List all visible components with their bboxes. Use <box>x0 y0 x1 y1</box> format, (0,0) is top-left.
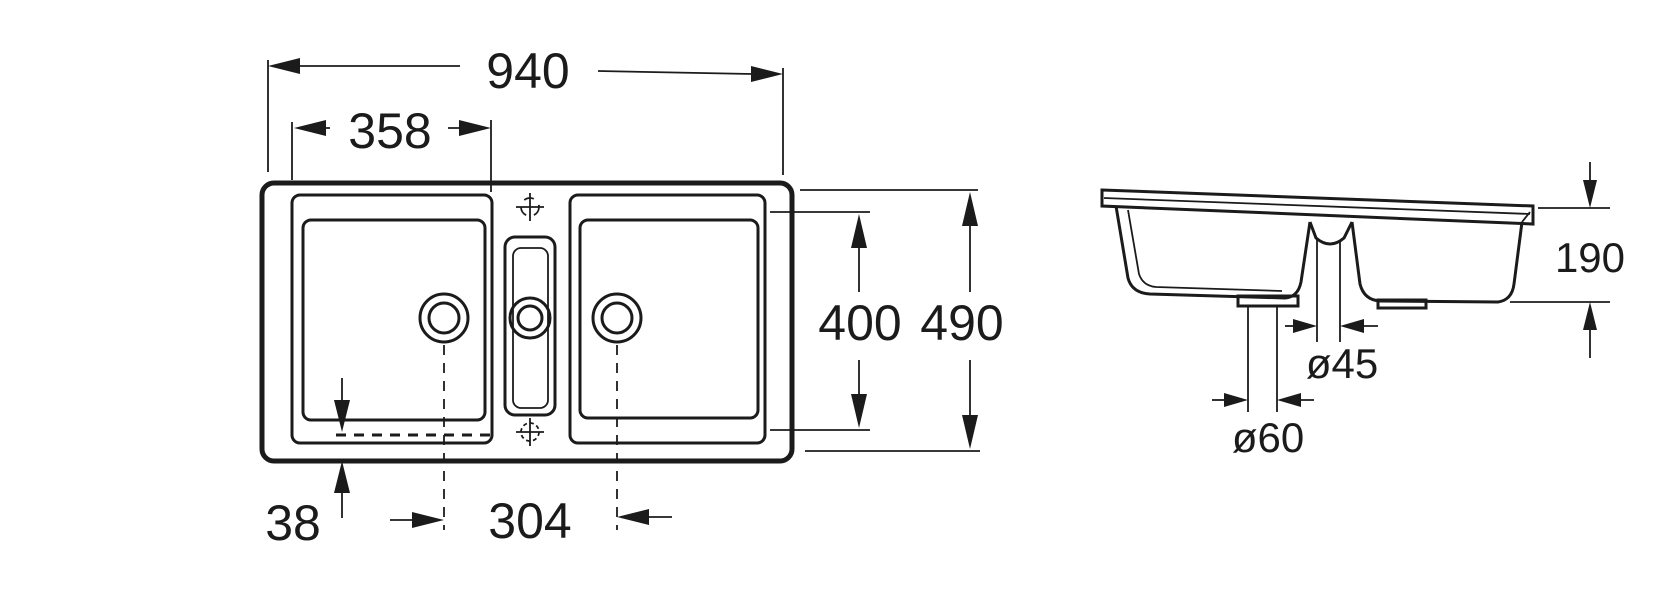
center-drain <box>508 296 552 340</box>
side-left-drain <box>1236 294 1300 308</box>
dim-dia60: ø60 <box>1212 306 1314 461</box>
dim-190: 190 <box>1555 162 1625 358</box>
dim-38: 38 <box>265 378 350 551</box>
dim-label-940: 940 <box>486 43 569 99</box>
right-bowl <box>578 218 760 420</box>
left-bowl-outer <box>290 193 494 445</box>
dim-358: 358 <box>294 103 491 159</box>
tap-hole-marker-top <box>516 193 544 221</box>
dim-dia45: ø45 <box>1285 240 1378 387</box>
right-bowl-outer <box>568 193 767 445</box>
sink-side-view: 190 ø45 ø60 <box>1100 162 1625 461</box>
sink-top-view: 940 358 400 490 <box>259 43 1004 551</box>
dim-304: 304 <box>390 493 672 549</box>
sink-outer-rim <box>259 180 795 464</box>
side-rim <box>1100 188 1535 226</box>
side-right-bowl <box>1350 221 1524 304</box>
center-bowl <box>512 247 549 409</box>
dim-label-490: 490 <box>920 295 1003 351</box>
right-drain <box>591 292 643 344</box>
dim-400: 400 <box>818 214 902 428</box>
dim-label-400: 400 <box>818 295 901 351</box>
dim-label-dia45: ø45 <box>1306 340 1378 387</box>
side-left-bowl <box>1114 205 1312 300</box>
dim-490: 490 <box>920 192 1004 449</box>
center-bowl-outer <box>503 235 557 417</box>
left-bowl <box>301 218 487 422</box>
left-drain <box>418 292 470 344</box>
dim-label-358: 358 <box>348 103 431 159</box>
tap-hole-marker-bottom <box>516 418 544 446</box>
dim-label-38: 38 <box>265 495 321 551</box>
dim-label-190: 190 <box>1555 234 1625 281</box>
dim-label-304: 304 <box>488 493 571 549</box>
dim-940: 940 <box>268 43 783 99</box>
side-center-divider <box>1308 221 1354 246</box>
dim-label-dia60: ø60 <box>1232 414 1304 461</box>
side-right-drain <box>1376 298 1428 310</box>
